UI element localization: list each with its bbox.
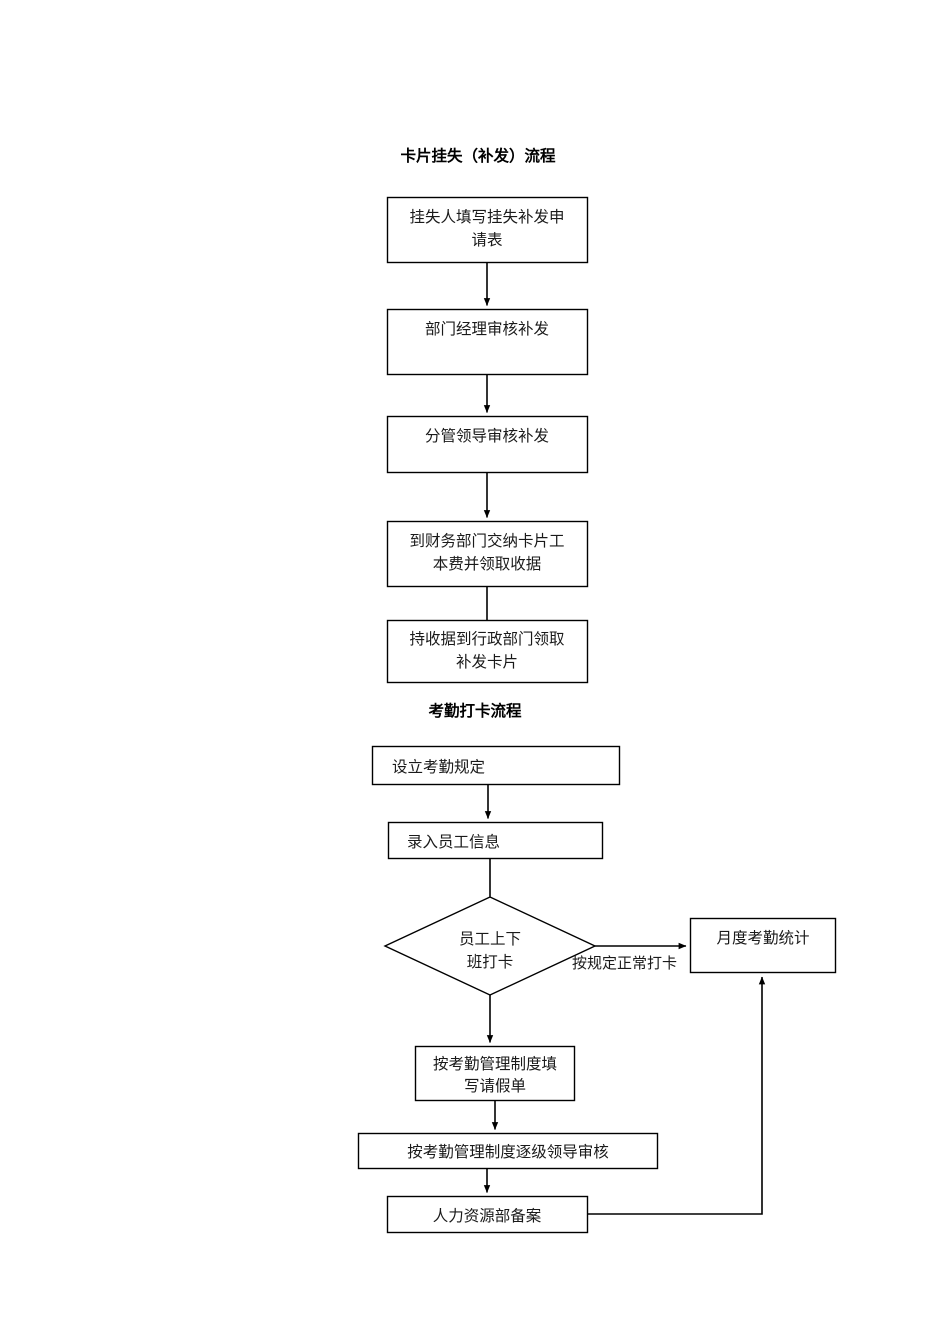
node-fill-leave-form[interactable]: 按考勤管理制度填 写请假单 <box>414 1045 576 1102</box>
section-attendance-punch: 考勤打卡流程 设立考勤规定 录入员工信息 员工上下 班打卡 按规定正常打卡 月度… <box>357 701 837 1234</box>
node-enter-employee-info-shape[interactable] <box>387 821 604 860</box>
node-punch-decision-line1: 员工上下 <box>459 930 521 948</box>
node-hierarchical-review-line1: 按考勤管理制度逐级领导审核 <box>407 1143 609 1161</box>
node-pay-card-fee[interactable]: 到财务部门交纳卡片工 本费并领取收据 <box>386 520 589 588</box>
node-collect-new-card-line1: 持收据到行政部门领取 <box>409 630 564 648</box>
node-dept-manager-review-line1: 部门经理审核补发 <box>425 320 549 338</box>
section-card-loss-reissue: 卡片挂失（补发）流程 挂失人填写挂失补发申 请表 部门经理审核补发 分管领导审核… <box>386 146 589 684</box>
node-hierarchical-review-shape[interactable] <box>357 1132 659 1170</box>
node-fill-leave-form-line1: 按考勤管理制度填 <box>433 1055 557 1073</box>
node-pay-card-fee-line2: 本费并领取收据 <box>433 555 542 573</box>
node-set-attendance-rules-shape[interactable] <box>371 745 621 786</box>
section-title-card-loss: 卡片挂失（补发）流程 <box>400 146 556 165</box>
node-hierarchical-review[interactable]: 按考勤管理制度逐级领导审核 <box>357 1132 659 1170</box>
node-punch-decision[interactable]: 员工上下 班打卡 <box>383 896 597 996</box>
node-apply-form-line2: 请表 <box>471 231 502 249</box>
node-hr-record[interactable]: 人力资源部备案 <box>386 1195 589 1234</box>
node-collect-new-card-shape[interactable] <box>386 619 589 684</box>
node-dept-manager-review-shape[interactable] <box>386 308 589 376</box>
node-hr-record-line1: 人力资源部备案 <box>433 1207 542 1225</box>
node-enter-employee-info[interactable]: 录入员工信息 <box>387 821 604 860</box>
node-enter-employee-info-line1: 录入员工信息 <box>407 833 500 851</box>
edge-hr-record-to-monthly-stats <box>587 976 766 1215</box>
node-set-attendance-rules[interactable]: 设立考勤规定 <box>371 745 621 786</box>
node-division-leader-review-line1: 分管领导审核补发 <box>425 427 549 445</box>
node-division-leader-review[interactable]: 分管领导审核补发 <box>386 415 589 474</box>
node-fill-leave-form-line2: 写请假单 <box>464 1077 526 1095</box>
node-set-attendance-rules-line1: 设立考勤规定 <box>392 758 485 776</box>
node-dept-manager-review[interactable]: 部门经理审核补发 <box>386 308 589 376</box>
node-apply-form[interactable]: 挂失人填写挂失补发申 请表 <box>386 196 589 264</box>
node-monthly-attendance-stats-shape[interactable] <box>689 917 837 974</box>
node-monthly-attendance-stats[interactable]: 月度考勤统计 <box>689 917 837 974</box>
node-collect-new-card-line2: 补发卡片 <box>456 653 518 671</box>
section-title-attendance: 考勤打卡流程 <box>428 701 522 720</box>
node-fill-leave-form-shape[interactable] <box>414 1045 576 1102</box>
node-pay-card-fee-line1: 到财务部门交纳卡片工 <box>409 532 564 550</box>
node-monthly-attendance-stats-line1: 月度考勤统计 <box>716 929 809 947</box>
node-hr-record-shape[interactable] <box>386 1195 589 1234</box>
node-apply-form-shape[interactable] <box>386 196 589 264</box>
node-collect-new-card[interactable]: 持收据到行政部门领取 补发卡片 <box>386 619 589 684</box>
node-apply-form-line1: 挂失人填写挂失补发申 <box>409 208 564 226</box>
node-division-leader-review-shape[interactable] <box>386 415 589 474</box>
edge-label-normal-punch: 按规定正常打卡 <box>572 954 677 972</box>
node-punch-decision-line2: 班打卡 <box>467 953 514 971</box>
